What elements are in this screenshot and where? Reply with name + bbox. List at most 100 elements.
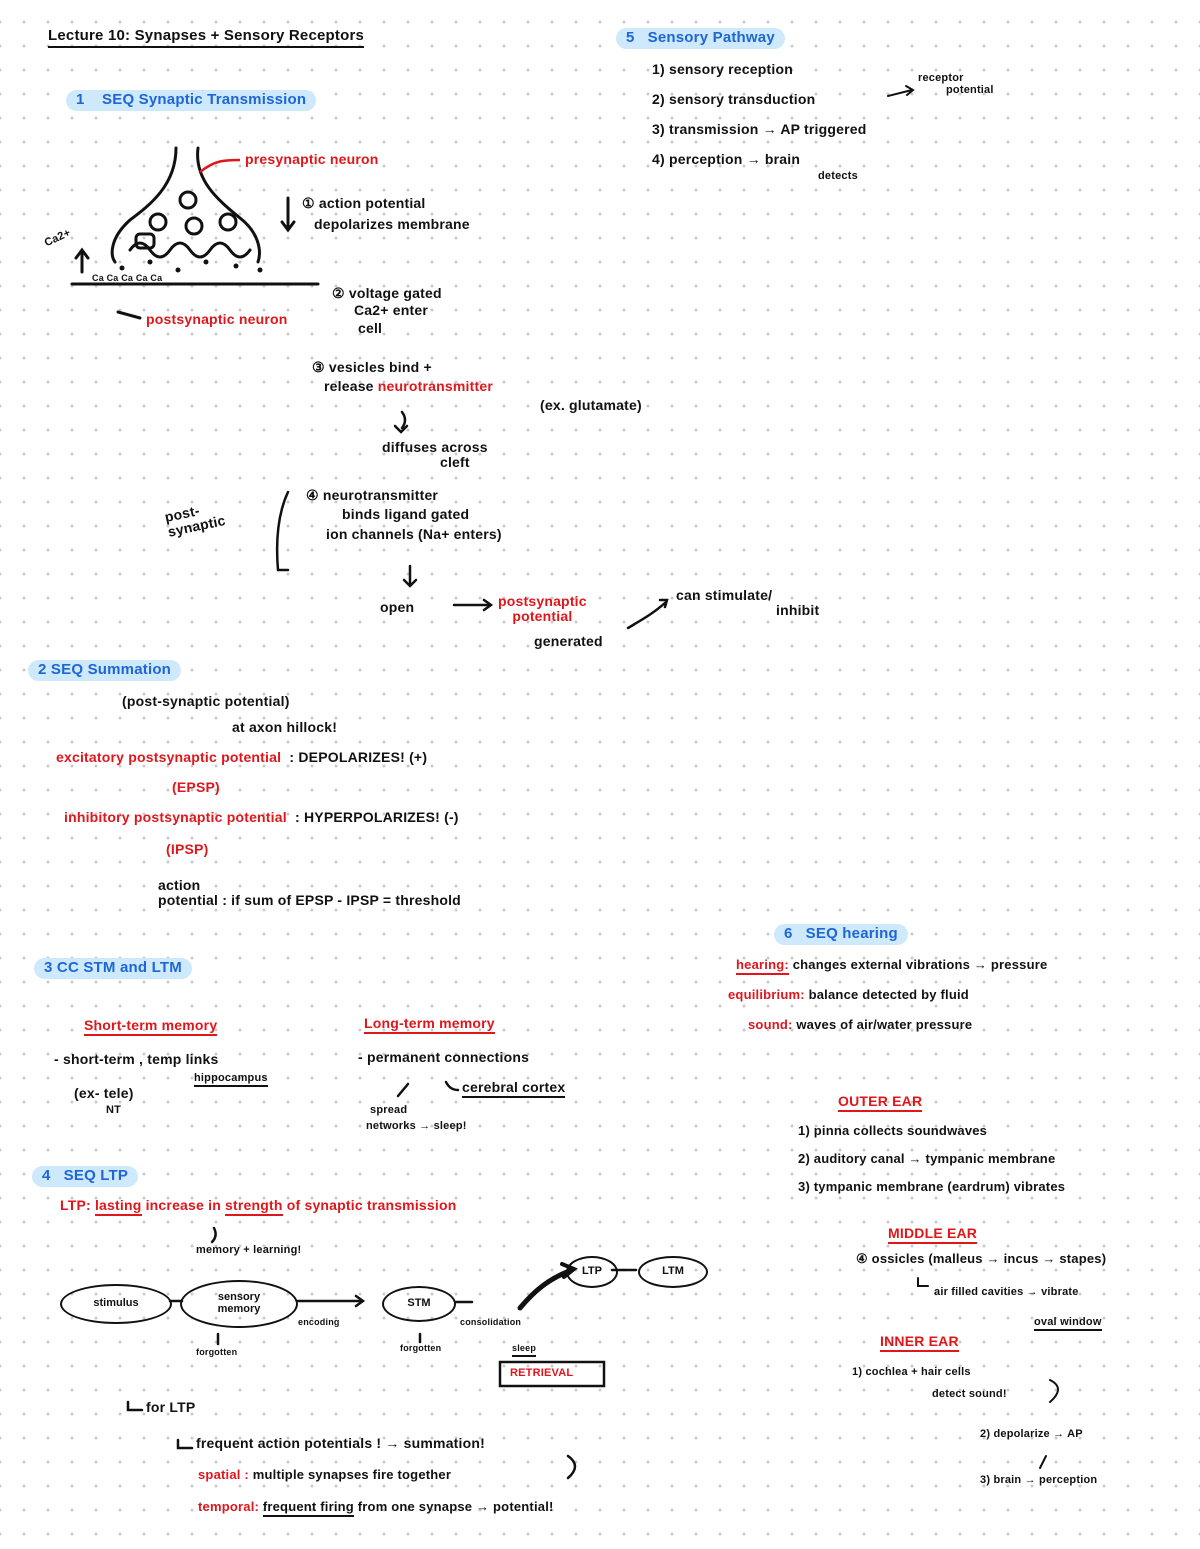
sound-definition: waves of air/water pressure: [796, 1017, 973, 1032]
step-number: ②: [332, 285, 345, 301]
generated-label: generated: [534, 633, 603, 649]
forgotten-label-1: forgotten: [196, 1347, 238, 1357]
inner-ear-depolarize: 2) depolarize → AP: [980, 1428, 1083, 1440]
step4-line2: binds ligand gated: [342, 506, 470, 523]
detects-note: detects: [818, 170, 858, 182]
psp-line1: postsynaptic: [498, 593, 587, 609]
outer-ear-step: 2) auditory canal → tympanic membrane: [798, 1151, 1056, 1166]
item-number: 4: [652, 151, 660, 167]
receptor-line2: potential: [946, 84, 994, 97]
action-potential-rule: action potential : if sum of EPSP - IPSP…: [158, 877, 461, 909]
step1-line2: depolarizes membrane: [314, 216, 470, 233]
equilibrium-def: equilibrium: balance detected by fluid: [728, 987, 969, 1002]
presynaptic-label: presynaptic neuron: [245, 151, 379, 167]
step2-line1: voltage gated: [348, 285, 442, 301]
ltm-cortex: cerebral cortex: [462, 1079, 566, 1099]
equilibrium-definition: balance detected by fluid: [808, 987, 969, 1002]
oval-window-label: oval window: [1034, 1316, 1102, 1332]
outer-ear-title: OUTER EAR: [838, 1093, 923, 1113]
step-number: 2: [980, 1428, 987, 1440]
step4-line1: neurotransmitter: [322, 487, 439, 503]
psp-line2: potential: [512, 608, 573, 625]
sound-term: sound:: [748, 1017, 793, 1032]
heading-text: SEQ Synaptic Transmission: [102, 91, 307, 108]
ltm-oval: LTM: [638, 1256, 708, 1288]
opens-label: open: [380, 599, 415, 615]
diffuses-note: diffuses across cleft: [382, 439, 488, 471]
psp-result: can stimulate/ inhibit: [676, 587, 819, 619]
summation-line1: (post-synaptic potential): [122, 693, 290, 709]
stimulus-label: stimulus: [93, 1297, 139, 1310]
section-number: 5: [626, 29, 635, 46]
retrieval-label: RETRIEVAL: [510, 1367, 574, 1379]
forgotten-label-2: forgotten: [400, 1343, 442, 1353]
outer-ear-step: 3) tympanic membrane (eardrum) vibrates: [798, 1179, 1066, 1194]
step3: ③ vesicles bind + release neurotransmitt…: [312, 359, 493, 395]
for-ltp-label: for LTP: [146, 1399, 196, 1415]
step3-line2: release: [324, 378, 374, 395]
glutamate-example: (ex. glutamate): [540, 397, 642, 413]
encoding-label: encoding: [298, 1317, 340, 1327]
memory-word: memory: [217, 1303, 261, 1315]
def-fragment: increase in: [145, 1197, 221, 1213]
spatial-line: spatial : multiple synapses fire togethe…: [198, 1467, 452, 1482]
stimulus-oval: stimulus: [60, 1284, 172, 1324]
spatial-term: spatial :: [198, 1467, 249, 1482]
epsp-abbr: (EPSP): [172, 779, 220, 795]
step3-line1: vesicles bind +: [328, 359, 432, 375]
step-text: pinna collects soundwaves: [813, 1123, 988, 1138]
section-number: 3: [44, 959, 53, 976]
spatial-definition: multiple synapses fire together: [252, 1467, 452, 1482]
middle-ear-cavities: air filled cavities → vibrate: [934, 1286, 1079, 1298]
section-number: 6: [784, 925, 793, 942]
ltm-line1: - permanent connections: [358, 1049, 530, 1065]
heading-text: SEQ hearing: [805, 925, 898, 942]
step-number: 3: [798, 1179, 806, 1194]
step1-line1: action potential: [318, 195, 426, 211]
sensory-item: 1) sensory reception: [652, 61, 793, 77]
stm-oval: STM: [382, 1286, 456, 1322]
hearing-term: hearing:: [736, 957, 789, 975]
psp-label: postsynaptic potential: [498, 593, 587, 625]
section-summation-heading: 2 SEQ Summation: [28, 660, 182, 681]
heading-text: CC STM and LTM: [56, 959, 182, 976]
ltm-label: LTM: [662, 1265, 684, 1278]
ltp-definition: LTP: lasting increase in strength of syn…: [60, 1197, 456, 1216]
step2: ② voltage gated Ca2+ enter cell: [332, 285, 442, 336]
sensory-item: 3) transmission → AP triggered: [652, 121, 867, 137]
sound-def: sound: waves of air/water pressure: [748, 1017, 973, 1032]
sensory-item: 2) sensory transduction: [652, 91, 816, 107]
frequent-firing: frequent firing: [262, 1499, 354, 1517]
section-hearing-heading: 6 SEQ hearing: [774, 924, 908, 945]
step-number: ③: [312, 359, 325, 375]
section-ltp-heading: 4 SEQ LTP: [32, 1166, 139, 1187]
temporal-definition: from one synapse → potential!: [357, 1499, 554, 1514]
heading-text: SEQ Summation: [50, 661, 172, 678]
ltm-networks: networks → sleep!: [366, 1120, 467, 1132]
step-number: 3: [980, 1474, 987, 1486]
diffuses-line2: cleft: [439, 454, 470, 471]
outer-ear-step: 1) pinna collects soundwaves: [798, 1123, 988, 1138]
strength-word: strength: [225, 1197, 283, 1216]
inner-ear-brain: 3) brain → perception: [980, 1474, 1098, 1486]
ipsp-definition: : HYPERPOLARIZES! (-): [295, 809, 459, 825]
page-title: Lecture 10: Synapses + Sensory Receptors: [48, 27, 365, 48]
receptor-line1: receptor: [918, 72, 964, 84]
step-number: 1: [852, 1366, 859, 1378]
stm-line1: - short-term , temp links: [54, 1051, 219, 1067]
receptor-potential-note: receptor potential: [918, 72, 994, 96]
sleep-label: sleep: [512, 1343, 537, 1357]
heading-text: SEQ LTP: [63, 1167, 129, 1184]
item-text: perception → brain: [668, 151, 801, 167]
diffuses-line1: diffuses across: [382, 439, 488, 455]
ltp-term: LTP:: [60, 1197, 91, 1213]
item-text: sensory reception: [668, 61, 793, 77]
epsp-term: excitatory postsynaptic potential: [56, 749, 282, 765]
inner-ear-title: INNER EAR: [880, 1333, 959, 1353]
middle-ear-ossicles: ④ ossicles (malleus → incus → stapes): [856, 1251, 1107, 1266]
sensory-item: 4) perception → brain: [652, 151, 801, 167]
stm-title: Short-term memory: [84, 1017, 218, 1037]
ipsp-abbr: (IPSP): [166, 841, 209, 857]
section-memory-heading: 3 CC STM and LTM: [34, 958, 192, 979]
